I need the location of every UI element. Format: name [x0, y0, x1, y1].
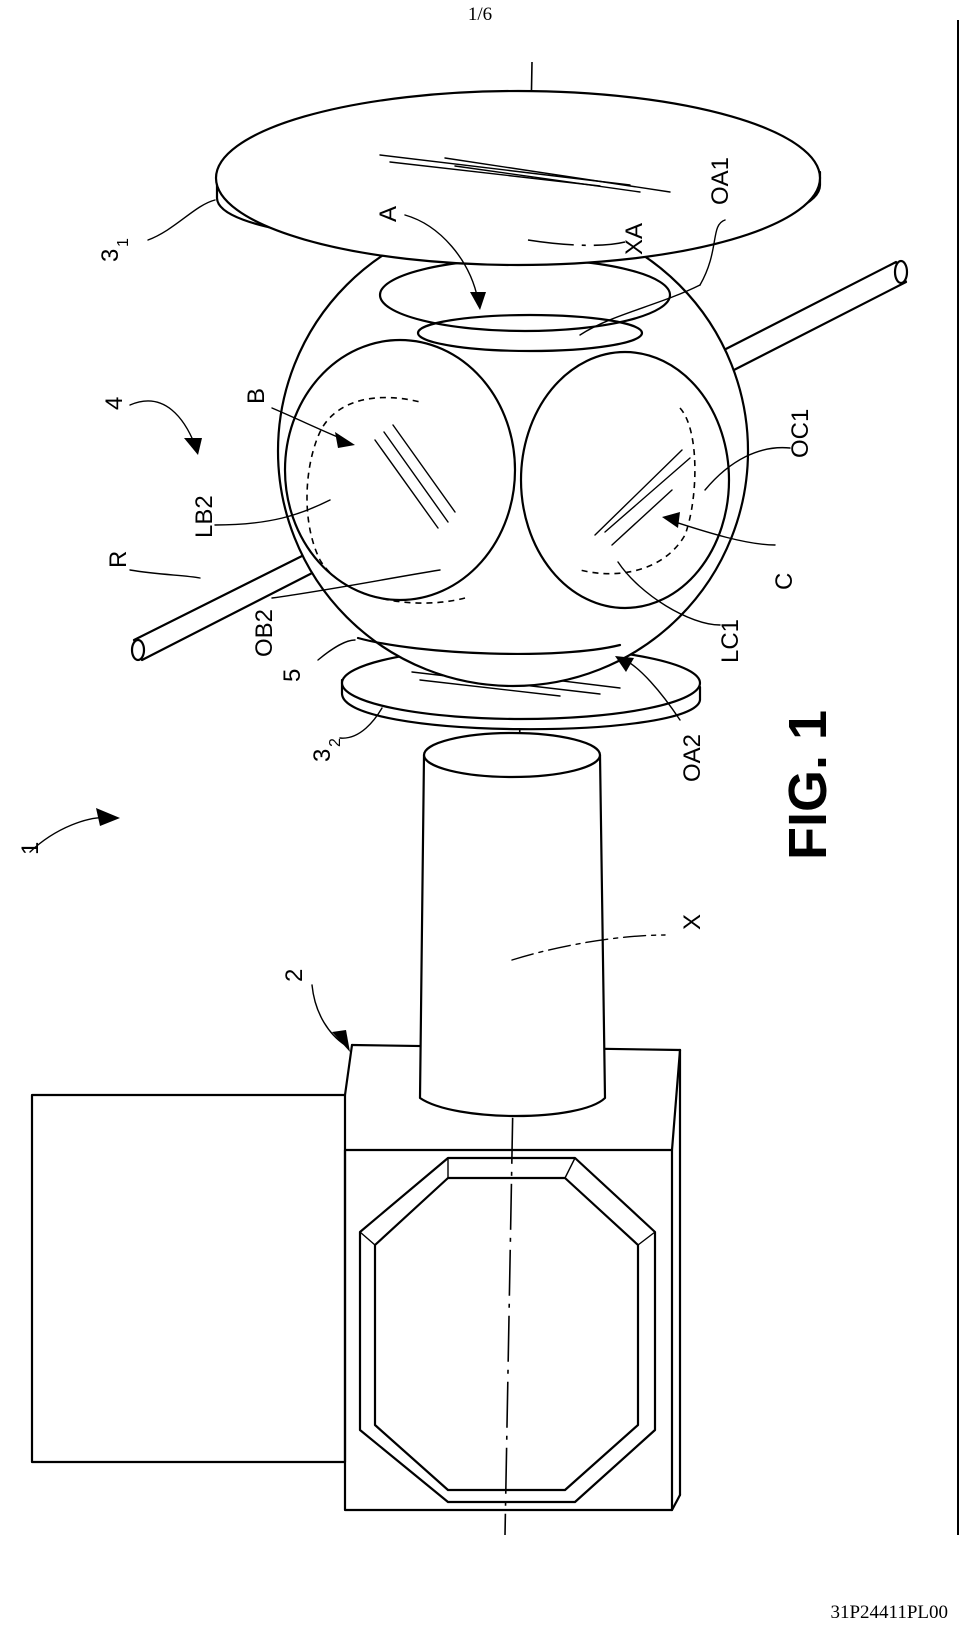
octagonal-window: [358, 1156, 657, 1504]
svg-text:2: 2: [327, 738, 344, 747]
label-ring: 5: [279, 669, 306, 682]
label-wheel-2: 3 2: [309, 738, 344, 762]
label-wheel-1: 3 1: [97, 238, 132, 262]
label-position-c: C: [771, 573, 798, 590]
opening-b: [283, 338, 517, 602]
svg-text:1: 1: [115, 238, 132, 247]
label-rod-r: R: [105, 551, 132, 568]
label-axis-xa: XA: [621, 223, 648, 255]
lens-carrier-sphere: [130, 214, 909, 688]
label-ob2: OB2: [251, 609, 278, 657]
label-oa1: OA1: [707, 157, 734, 205]
leader-lines: [29, 199, 791, 1052]
page-number: 1/6: [467, 4, 493, 25]
opening-c: [519, 350, 731, 610]
wheel-3-1: [214, 89, 822, 267]
svg-text:3: 3: [309, 749, 336, 762]
label-position-a: A: [375, 206, 402, 222]
cylinder: [418, 731, 607, 1118]
document-code: 31P24411PL00: [830, 1602, 948, 1623]
label-oc1: OC1: [787, 409, 814, 458]
label-oa2: OA2: [679, 734, 706, 782]
label-lb2: LB2: [191, 495, 218, 538]
label-lens-carrier: 4: [101, 397, 128, 410]
label-axis-x: X: [679, 914, 706, 930]
label-position-b: B: [243, 388, 270, 404]
housing: [30, 1043, 682, 1512]
reference-labels: 1 2 3 1 3 2 4 5 A B C X XA OA1 OA2 OC1 L…: [17, 157, 838, 982]
figure-caption: FIG. 1: [778, 710, 838, 860]
label-device: 1: [17, 842, 44, 855]
opening-a: [378, 257, 672, 333]
svg-text:3: 3: [97, 249, 124, 262]
label-housing: 2: [281, 969, 308, 982]
label-lc1: LC1: [717, 619, 744, 663]
